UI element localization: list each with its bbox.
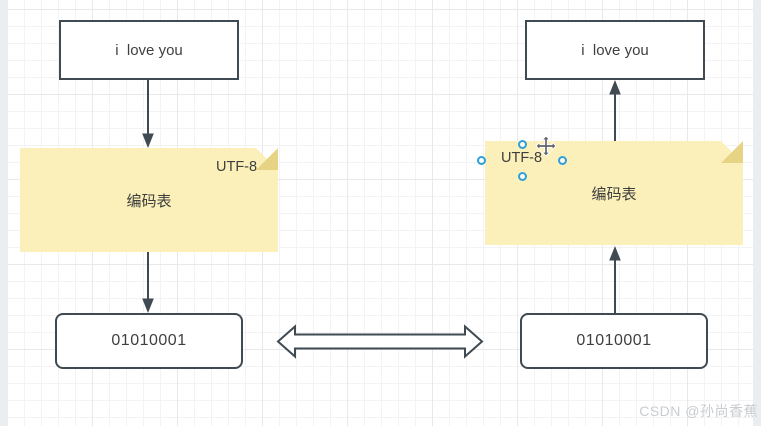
binary-label: 01010001 — [576, 332, 652, 349]
encoding-table-note-right[interactable]: 编码表 — [485, 141, 743, 245]
canvas-left-margin — [0, 0, 8, 426]
arrow-down-encode-2[interactable] — [141, 252, 155, 313]
plaintext-label: i love you — [115, 41, 183, 59]
move-cursor-icon — [536, 136, 556, 156]
note-title: 编码表 — [126, 192, 172, 210]
note-tag-utf8-right-selected[interactable]: UTF-8 — [501, 150, 543, 166]
selection-handle-left[interactable] — [477, 156, 486, 165]
binary-label: 01010001 — [111, 332, 187, 349]
arrow-up-decode-1[interactable] — [608, 246, 622, 313]
plaintext-box-right[interactable]: i love you — [525, 20, 705, 80]
plaintext-box-left[interactable]: i love you — [59, 20, 239, 80]
double-headed-arrow[interactable] — [276, 324, 484, 359]
selection-handle-top[interactable] — [518, 140, 527, 149]
selection-handle-right[interactable] — [558, 156, 567, 165]
selection-handle-bottom[interactable] — [518, 172, 527, 181]
binary-box-right[interactable]: 01010001 — [520, 313, 708, 369]
note-tag-utf8-left[interactable]: UTF-8 — [216, 159, 258, 175]
arrow-up-decode-2[interactable] — [608, 80, 622, 141]
note-title: 编码表 — [591, 185, 637, 203]
plaintext-label: i love you — [581, 41, 649, 59]
binary-box-left[interactable]: 01010001 — [55, 313, 243, 369]
note-fold-corner-left — [256, 148, 278, 170]
watermark: CSDN @孙尚香蕉 — [639, 403, 758, 419]
canvas-right-margin — [753, 0, 761, 426]
encoding-table-note-left[interactable]: 编码表 — [20, 148, 278, 252]
arrow-down-encode-1[interactable] — [141, 80, 155, 148]
note-fold-corner-right — [721, 141, 743, 163]
